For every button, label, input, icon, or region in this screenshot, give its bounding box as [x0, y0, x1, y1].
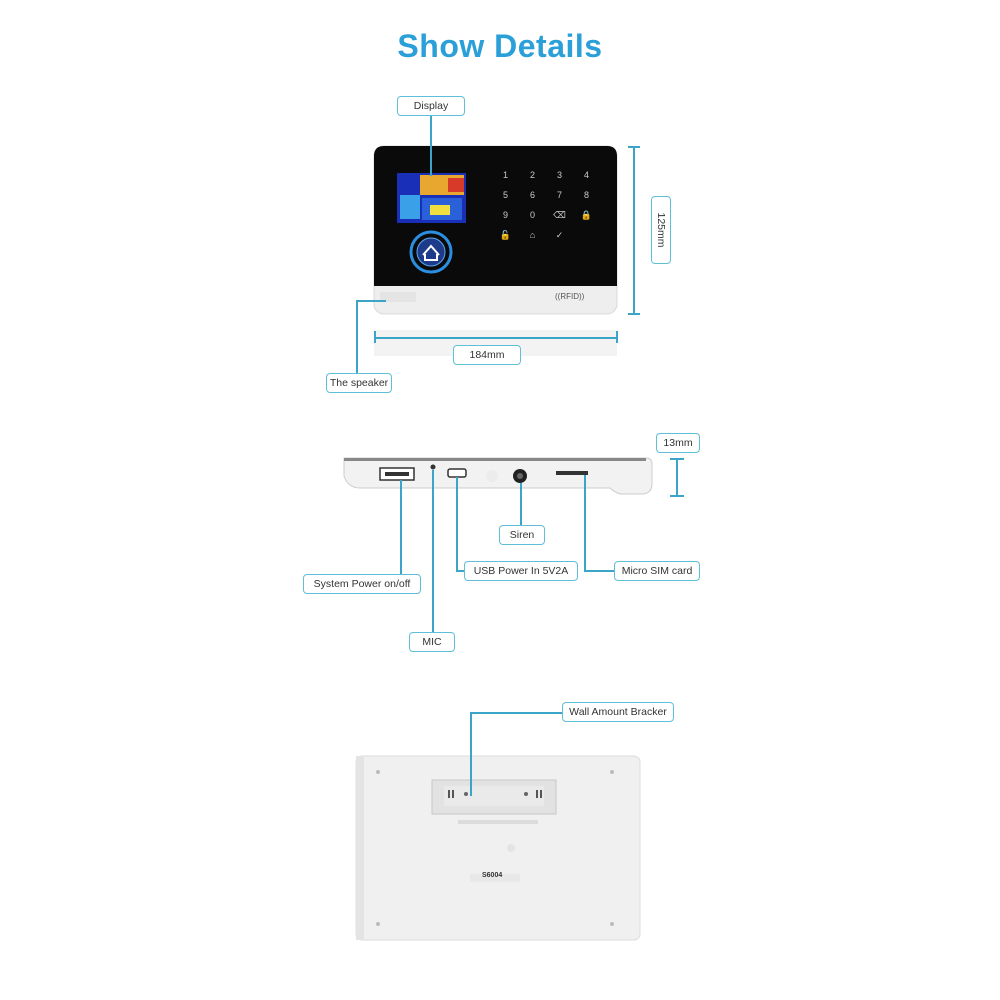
keypad-key[interactable]: 6: [529, 190, 535, 200]
sim-callout: Micro SIM card: [614, 561, 700, 581]
rfid-label: ((RFID)): [555, 292, 585, 301]
mic-callout: MIC: [409, 632, 455, 652]
keypad-key[interactable]: 2: [529, 170, 535, 180]
keypad-key[interactable]: 4: [583, 170, 589, 180]
keypad-key[interactable]: ⌫: [553, 210, 566, 220]
keypad-key[interactable]: 0: [529, 210, 535, 220]
keypad-key[interactable]: 🔒: [580, 210, 593, 220]
keypad-key[interactable]: ⌂: [529, 230, 536, 240]
keypad-key[interactable]: 7: [556, 190, 562, 200]
keypad: 1 2 3 4 5 6 7 8 9 0 ⌫ 🔒 🔓 ⌂ ✓: [492, 168, 600, 242]
usb-callout: USB Power In 5V2A: [464, 561, 578, 581]
model-label: S6004: [482, 872, 503, 879]
power-callout: System Power on/off: [303, 574, 421, 594]
page-title: Show Details: [397, 28, 603, 64]
keypad-key[interactable]: 3: [556, 170, 562, 180]
width-callout: 184mm: [453, 345, 521, 365]
bracket-callout: Wall Amount Bracker: [562, 702, 674, 722]
keypad-key[interactable]: 1: [502, 170, 508, 180]
keypad-key[interactable]: 🔓: [499, 230, 512, 240]
keypad-key[interactable]: ✓: [555, 230, 564, 240]
depth-callout: 13mm: [656, 433, 700, 453]
keypad-key[interactable]: 5: [502, 190, 508, 200]
height-callout: 125mm: [651, 196, 671, 264]
speaker-callout: The speaker: [326, 373, 392, 393]
keypad-key[interactable]: 9: [502, 210, 508, 220]
siren-callout: Siren: [499, 525, 545, 545]
keypad-key[interactable]: 8: [583, 190, 589, 200]
display-callout: Display: [397, 96, 465, 116]
